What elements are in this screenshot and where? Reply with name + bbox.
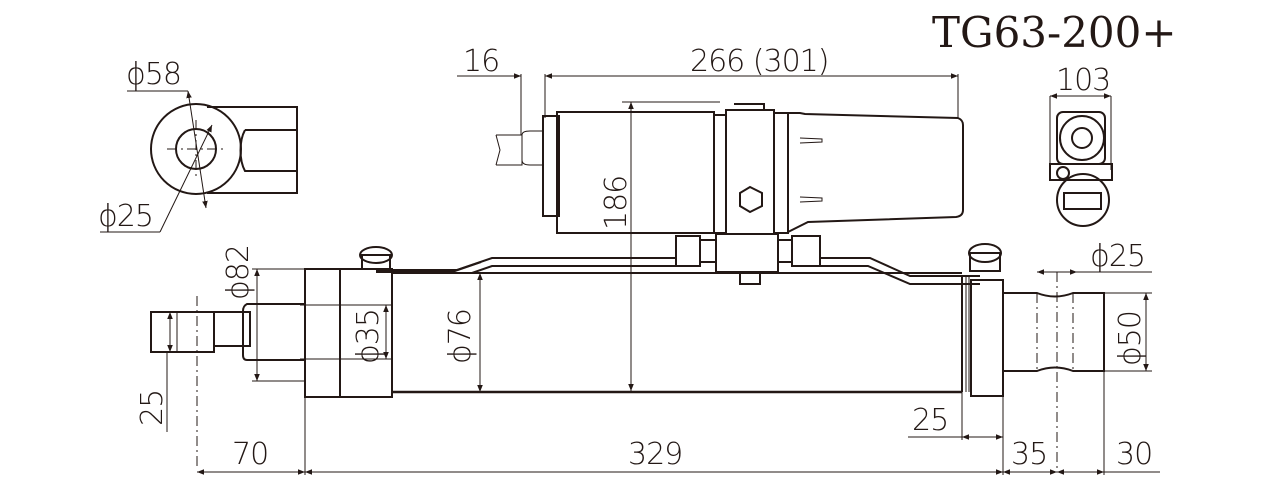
dim-pin-diameter: ϕ25 xyxy=(1090,239,1145,274)
dim-motor-height: 186 xyxy=(599,176,634,230)
dim-motor-length: 266 (301) xyxy=(690,44,828,79)
cylinder-assembly: ϕ82 ϕ35 ϕ76 25 70 329 35 30 25 ϕ25 xyxy=(135,239,1160,475)
dim-clevis-diameter: ϕ50 xyxy=(1113,311,1148,366)
dim-rod-diameter: ϕ35 xyxy=(351,309,386,364)
dim-flange-diameter: ϕ82 xyxy=(221,245,256,300)
dim-rod-extension: 70 xyxy=(232,437,268,472)
end-view: ϕ58 ϕ25 xyxy=(98,57,298,234)
side-view: 103 xyxy=(1049,63,1113,227)
dim-end-cap-length: 25 xyxy=(912,403,948,438)
dim-pin-to-end: 30 xyxy=(1116,437,1152,472)
motor-unit: 186 16 266 (301) xyxy=(457,44,964,391)
dim-cable-offset: 16 xyxy=(463,44,499,79)
dim-clevis-to-pin: 35 xyxy=(1011,437,1047,472)
dim-outer-diameter: ϕ58 xyxy=(126,57,181,92)
model-title: TG63-200+ xyxy=(932,8,1177,57)
dim-body-length: 329 xyxy=(628,437,682,472)
dim-motor-width: 103 xyxy=(1056,63,1110,98)
dim-clevis-width: 25 xyxy=(135,390,170,426)
dim-hole-diameter: ϕ25 xyxy=(98,199,153,234)
dim-barrel-diameter: ϕ76 xyxy=(443,309,478,364)
